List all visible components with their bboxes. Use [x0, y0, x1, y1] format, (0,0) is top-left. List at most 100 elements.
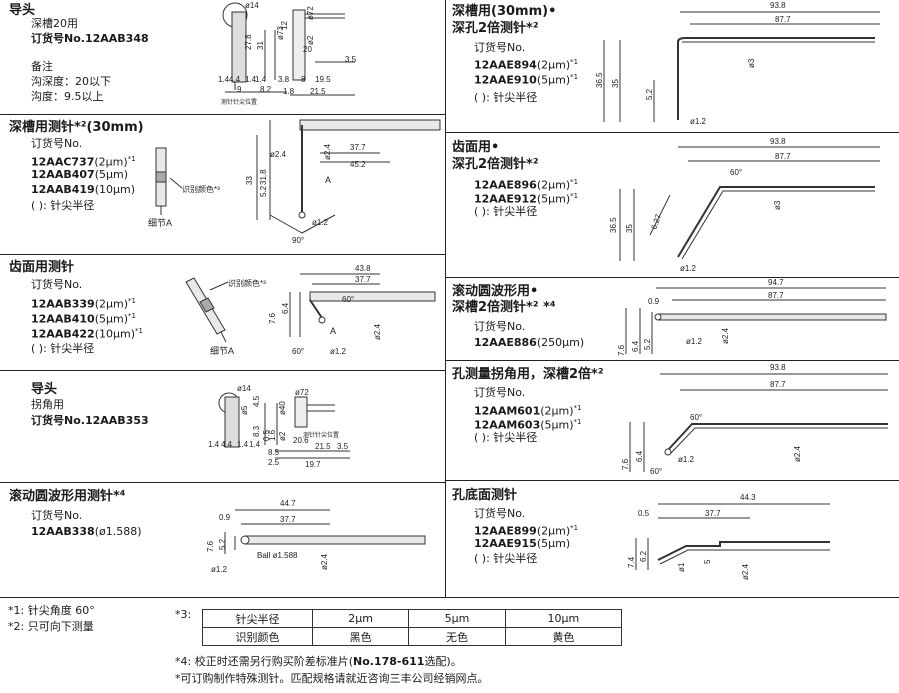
order-label: 订货号No.	[31, 278, 83, 291]
order-label: 订货号No.	[474, 320, 526, 333]
order-number: 订货号No.12AAB353	[31, 414, 149, 427]
dim-label: 1.6	[268, 429, 277, 441]
dim-label: A	[325, 175, 331, 185]
dim-label: 0.5	[262, 429, 271, 441]
tooth-flank-2x-drawing: 93.8 87.7 60° ø3 36.5 35 6.27 ø1.2	[609, 137, 880, 273]
dim-label: ø1.2	[211, 565, 228, 574]
dim-label: 45.2	[350, 160, 366, 169]
order-label: 订货号No.	[474, 507, 526, 520]
note-heading: 备注	[31, 60, 53, 73]
section-title: 滚动圆波形用测针*⁴	[9, 489, 126, 504]
order-code: 12AAE894(2μm)*1	[474, 58, 579, 72]
note-groove-width: 沟度：9.5以上	[31, 90, 104, 103]
section-title: 深槽用测针*²(30mm)	[9, 120, 144, 135]
dim-label: Ball ø1.588	[257, 551, 298, 560]
dim-label: 37.7	[705, 509, 721, 518]
dim-label: 37.7	[355, 275, 371, 284]
order-code: 12AAB419(10μm)	[31, 183, 135, 196]
footnote-1: *1: 针尖角度 60°	[8, 604, 95, 617]
dim-label: 21.5	[315, 442, 331, 451]
dim-label: ø72	[295, 388, 309, 397]
dim-label: ø1.2	[686, 337, 703, 346]
dim-label: 94.7	[768, 278, 784, 287]
dim-label: 1.4	[237, 440, 249, 449]
dim-label: 9	[237, 85, 242, 94]
dim-label: 60°	[690, 413, 702, 422]
dim-label: 1.4	[218, 75, 230, 84]
dim-label: ø3	[773, 200, 782, 210]
section-title-line1: 滚动圆波形用•	[452, 284, 539, 299]
footnote-3-marker: *3:	[175, 608, 192, 621]
dim-label: 60°	[730, 168, 742, 177]
rolling-circle-2x-drawing: 94.7 0.9 87.7 7.6 6.4 5.2 ø1.2 ø2.4	[617, 278, 887, 356]
dim-label: ø1.2	[678, 455, 695, 464]
dim-label: 21.5	[310, 87, 326, 96]
tip-radius-note: ( ): 针尖半径	[474, 552, 538, 565]
dim-label: 90°	[292, 236, 304, 245]
dim-label: 8	[301, 75, 306, 84]
column-divider	[445, 0, 446, 598]
footnote-4: *4: 校正时还需另行购买阶差标准片(No.178-611选配)。	[175, 655, 462, 668]
dim-label: 1.4	[245, 75, 257, 84]
dim-label: 87.7	[770, 380, 786, 389]
dim-label: ø2.4	[270, 150, 287, 159]
dim-label: 7.6	[617, 344, 626, 356]
dim-label: 37.7	[280, 515, 296, 524]
dim-label: 1.8	[283, 87, 295, 96]
dim-label: 4.4	[229, 75, 241, 84]
dim-caption: 测针针尖位置	[303, 431, 339, 439]
section-title-line1: 齿面用•	[452, 140, 500, 155]
dim-label: 6.2	[639, 550, 648, 562]
dim-label: 0.9	[219, 513, 231, 522]
dim-label: 7.6	[268, 312, 277, 324]
dim-label: 33	[245, 176, 254, 185]
dim-label: ø5	[240, 405, 249, 415]
dim-label: ø3	[747, 58, 756, 68]
order-label: 订货号No.	[31, 137, 83, 150]
dim-caption: 测针针尖位置	[221, 98, 257, 106]
table-cell: 黄色	[504, 627, 623, 646]
dim-label: 5.2	[645, 88, 654, 100]
dim-label: 1.4	[249, 440, 261, 449]
guide-head-corner-drawing: ø14 ø5 4.5 ø40 ø72 8.3 0.5 1.6 ø2 1.4 4.…	[208, 384, 350, 469]
dim-label: 7.6	[206, 540, 215, 552]
dim-label: 6.4	[281, 302, 290, 314]
dim-label: 8.5	[268, 448, 280, 457]
dim-label: 3.8	[278, 75, 290, 84]
order-code: 12AAE912(5μm)*1	[474, 192, 579, 206]
table-row: 针尖半径 2μm 5μm 10μm	[202, 609, 623, 628]
color-mark-label: 识别颜色*³	[228, 278, 266, 288]
order-code: 12AAB338(ø1.588)	[31, 525, 142, 538]
dim-label: ø2.4	[323, 143, 332, 160]
table-cell: 2μm	[311, 609, 410, 628]
dim-label: ø1.2	[330, 347, 347, 356]
table-cell: 黑色	[311, 627, 410, 646]
order-label: 订货号No.	[474, 41, 526, 54]
dim-label: 60°	[650, 467, 662, 476]
dim-label: 3.5	[345, 55, 357, 64]
dim-label: 60°	[292, 347, 304, 356]
dim-label: 1.4	[255, 75, 267, 84]
order-code: 12AAM601(2μm)*1	[474, 404, 582, 418]
dim-label: 31	[256, 41, 265, 50]
section-title-line1: 深槽用(30mm)•	[452, 4, 557, 19]
footnote-2: *2: 只可向下测量	[8, 620, 94, 633]
deep-groove-detail-drawing: 识别颜色*³ 细节A	[148, 147, 220, 228]
tip-radius-note: ( ): 针尖半径	[474, 91, 538, 104]
table-cell: 5μm	[408, 609, 506, 628]
dim-label: 20	[303, 45, 312, 54]
color-mark-label: 识别颜色*³	[182, 184, 220, 194]
dim-label: ø2	[306, 35, 315, 45]
dim-label: 0.9	[648, 297, 660, 306]
dim-label: ø2.4	[373, 323, 382, 340]
note-groove-depth: 沟深度：20以下	[31, 75, 111, 88]
dim-label: 37.7	[350, 143, 366, 152]
tooth-flank-detail-drawing: 识别颜色*³ 细节A	[185, 277, 266, 356]
order-code: 12AAE896(2μm)*1	[474, 178, 579, 192]
dim-label: 93.8	[770, 137, 786, 146]
order-code: 12AAE899(2μm)*1	[474, 524, 579, 538]
hole-corner-drawing: 93.8 87.7 60° 7.6 6.4 ø1.2 60° ø2.4	[621, 363, 888, 476]
tip-radius-note: ( ): 针尖半径	[474, 431, 538, 444]
dim-label: 87.7	[775, 152, 791, 161]
dim-label: ø2.4	[793, 445, 802, 462]
